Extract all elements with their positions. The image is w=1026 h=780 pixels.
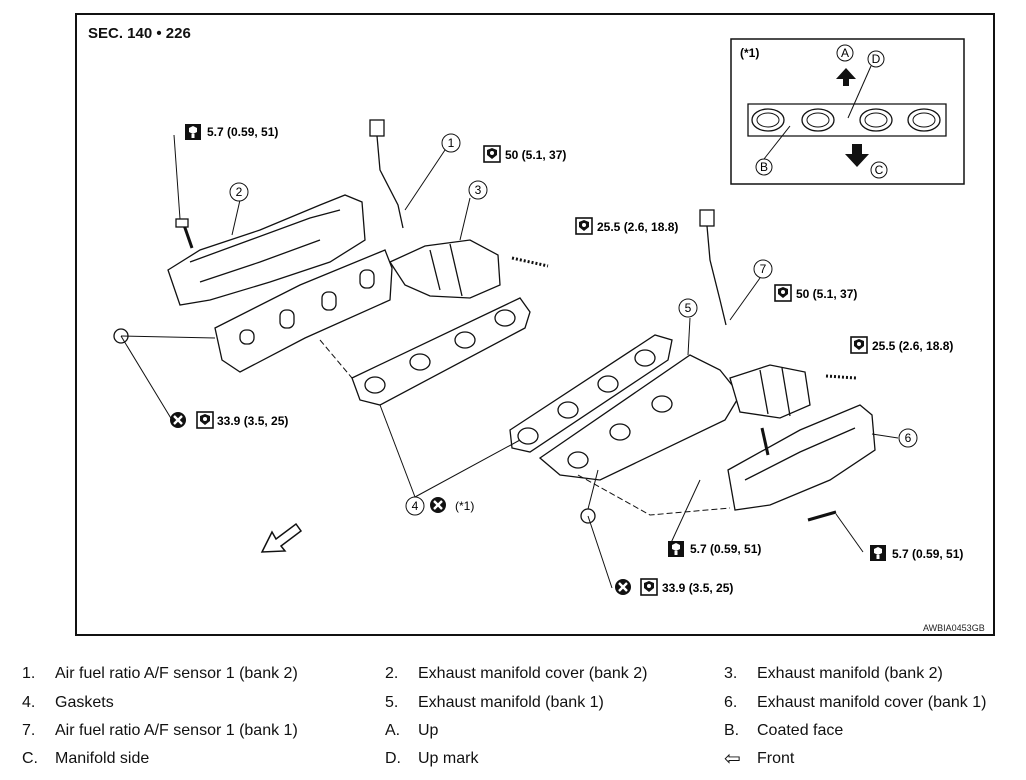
legend-key: A. (385, 722, 401, 739)
legend-text: Manifold side (55, 750, 150, 767)
callout-6: 6 (905, 431, 912, 445)
callout-4: 4 (412, 499, 419, 513)
inset-letter-d: D (872, 52, 881, 66)
legend-key: 4. (22, 694, 36, 711)
torque-spec-5: 50 (5.1, 37) (796, 287, 857, 301)
torque-nut-icon (850, 336, 868, 354)
legend-key: C. (22, 750, 38, 767)
legend-text: Exhaust manifold (bank 2) (757, 665, 943, 682)
af-sensor-bank2 (376, 135, 404, 229)
torque-spec-8: 5.7 (0.59, 51) (892, 547, 963, 561)
wrench-icon (185, 124, 201, 140)
callout-7: 7 (760, 262, 767, 276)
exhaust-manifold-bank2 (214, 249, 393, 373)
torque-specs: 5.7 (0.59, 51) 50 (5.1, 37) 25.5 (2.6, 1… (168, 124, 963, 597)
legend-text: Exhaust manifold cover (bank 1) (757, 694, 987, 711)
callout-2: 2 (236, 185, 243, 199)
exhaust-manifold-cover-bank1 (727, 404, 876, 511)
exploded-diagram: (*1) A D B C (113, 38, 965, 597)
torque-nut-icon (483, 145, 501, 163)
torque-nut-icon (196, 411, 214, 429)
up-arrow-icon (836, 68, 856, 86)
leader-lines (120, 134, 899, 589)
figure-id: AWBIA0453GB (922, 623, 986, 633)
bank1-assembly (509, 209, 876, 524)
torque-nut-icon (774, 284, 792, 302)
wrench-icon (870, 545, 886, 561)
inset-letter-c: C (875, 163, 884, 177)
torque-spec-3: 25.5 (2.6, 18.8) (597, 220, 678, 234)
legend-key: 3. (724, 665, 738, 682)
legend-key: 6. (724, 694, 738, 711)
legend-text: Up mark (418, 750, 479, 767)
af-sensor-bank1 (706, 225, 727, 326)
legend-text: Front (757, 750, 795, 767)
legend-text: Exhaust manifold cover (bank 2) (418, 665, 648, 682)
legend-key: 7. (22, 722, 36, 739)
gasket-bank2 (351, 297, 531, 406)
legend-text: Coated face (757, 722, 844, 739)
replace-part-icon (613, 577, 633, 597)
callout-1: 1 (448, 136, 455, 150)
front-arrow-legend-icon: ⇦ (724, 748, 741, 770)
exhaust-manifold-cover-bank2 (167, 194, 366, 306)
callout-5: 5 (685, 301, 692, 315)
torque-spec-6: 25.5 (2.6, 18.8) (872, 339, 953, 353)
legend-key: 5. (385, 694, 399, 711)
legend-text: Air fuel ratio A/F sensor 1 (bank 1) (55, 722, 298, 739)
inset-label: (*1) (740, 46, 759, 60)
gasket-note-ref: (*1) (455, 499, 474, 513)
legend-key: 1. (22, 665, 36, 682)
torque-spec-1: 5.7 (0.59, 51) (207, 125, 278, 139)
legend-text: Exhaust manifold (bank 1) (418, 694, 604, 711)
front-arrow-icon (260, 522, 303, 553)
catalytic-converter-bank1 (729, 364, 811, 419)
diagram-frame (75, 13, 995, 636)
legend-text: Gaskets (55, 694, 114, 711)
exhaust-manifold-bank1 (538, 354, 741, 481)
bank2-assembly (113, 119, 549, 406)
legend-key: D. (385, 750, 401, 767)
callout-3: 3 (475, 183, 482, 197)
torque-spec-9: 33.9 (3.5, 25) (662, 581, 733, 595)
section-label: SEC. 140 • 226 (88, 25, 191, 42)
inset-letter-b: B (760, 160, 768, 174)
legend-text: Air fuel ratio A/F sensor 1 (bank 2) (55, 665, 298, 682)
wrench-icon (668, 541, 684, 557)
legend-key: 2. (385, 665, 399, 682)
torque-nut-icon (640, 578, 658, 596)
gasket-bank1 (509, 334, 673, 453)
legend-key: B. (724, 722, 740, 739)
down-arrow-icon (845, 144, 869, 167)
legend-text: Up (418, 722, 439, 739)
torque-spec-2: 50 (5.1, 37) (505, 148, 566, 162)
catalytic-converter-bank2 (389, 239, 501, 299)
torque-nut-icon (575, 217, 593, 235)
replace-part-icon (428, 495, 448, 515)
replace-part-icon (168, 410, 188, 430)
torque-spec-4: 33.9 (3.5, 25) (217, 414, 288, 428)
inset-letter-a: A (841, 46, 849, 60)
torque-spec-7: 5.7 (0.59, 51) (690, 542, 761, 556)
callouts: 1 2 3 4 5 6 7 (229, 133, 918, 516)
inset-gasket-detail: (*1) A D B C (730, 38, 965, 185)
